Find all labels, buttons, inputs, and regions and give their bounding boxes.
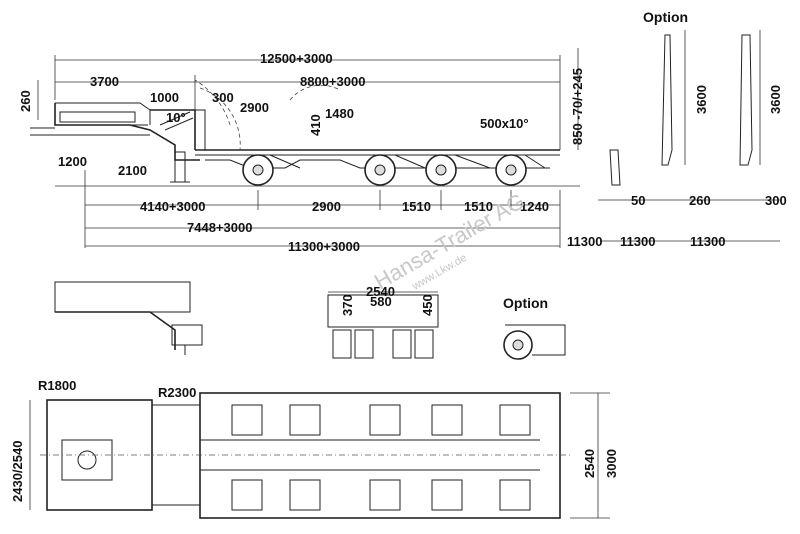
dim-width-3000: 3000 [604,449,619,478]
watermark-text: Hansa-Trailer AG [370,188,529,294]
option-ramps-view: Option 50 260 300 3600 3600 11300 11300 … [567,9,787,249]
option-title-mid: Option [503,295,548,311]
dim-2900-top: 2900 [240,100,269,115]
opt-dim-11300-2: 11300 [620,234,655,249]
opt-dim-50: 50 [631,193,645,208]
rear-view: 2540 580 370 450 [327,284,439,359]
option-title-top: Option [643,9,688,25]
dim-kingpin-to-support: 2100 [118,163,147,178]
rear-dim-450: 450 [420,294,435,316]
dim-width-2430: 2430/2540 [10,441,25,502]
top-view: R1800 R2300 2430/2540 2540 3000 [10,378,619,519]
opt-dim-11300-1: 11300 [567,234,602,249]
dim-ramp: 500x10° [480,116,529,131]
dim-410: 410 [308,114,323,136]
dim-kingpin-height: 1200 [58,154,87,169]
rear-dim-370: 370 [340,294,355,316]
opt-dim-300: 300 [765,193,787,208]
dim-r1800: R1800 [38,378,76,393]
opt-dim-11300-3: 11300 [690,234,725,249]
dim-angle-10: 10° [166,110,186,125]
dim-1510b: 1510 [464,199,493,214]
dim-1510a: 1510 [402,199,431,214]
dim-1240: 1240 [520,199,549,214]
side-view: 12500+3000 8800+3000 3700 260 1000 300 1… [18,48,585,254]
rear-dim-2540: 2540 [366,284,395,299]
dim-11300: 11300+3000 [288,239,360,254]
dim-7448: 7448+3000 [187,220,252,235]
dim-width-2540: 2540 [582,449,597,478]
dim-deck-length: 8800+3000 [300,74,365,89]
dim-2900: 2900 [312,199,341,214]
gooseneck-detail [54,281,203,355]
dim-4140: 4140+3000 [140,199,205,214]
opt-dim-3600-1: 3600 [694,85,709,114]
dim-neck-300: 300 [212,90,234,105]
dim-r2300: R2300 [158,385,196,400]
rear-dim-580: 580 [370,294,392,309]
dim-total-length: 12500+3000 [260,51,333,66]
opt-dim-3600-2: 3600 [768,85,783,114]
option-detail-mid: Option [503,295,566,360]
dim-deck-height: 850 -70/+245 [570,68,585,145]
dim-1480: 1480 [325,106,354,121]
dim-neck-1000: 1000 [150,90,179,105]
dim-gooseneck-length: 3700 [90,74,119,89]
opt-dim-260: 260 [689,193,711,208]
dim-king-height: 260 [18,90,33,112]
